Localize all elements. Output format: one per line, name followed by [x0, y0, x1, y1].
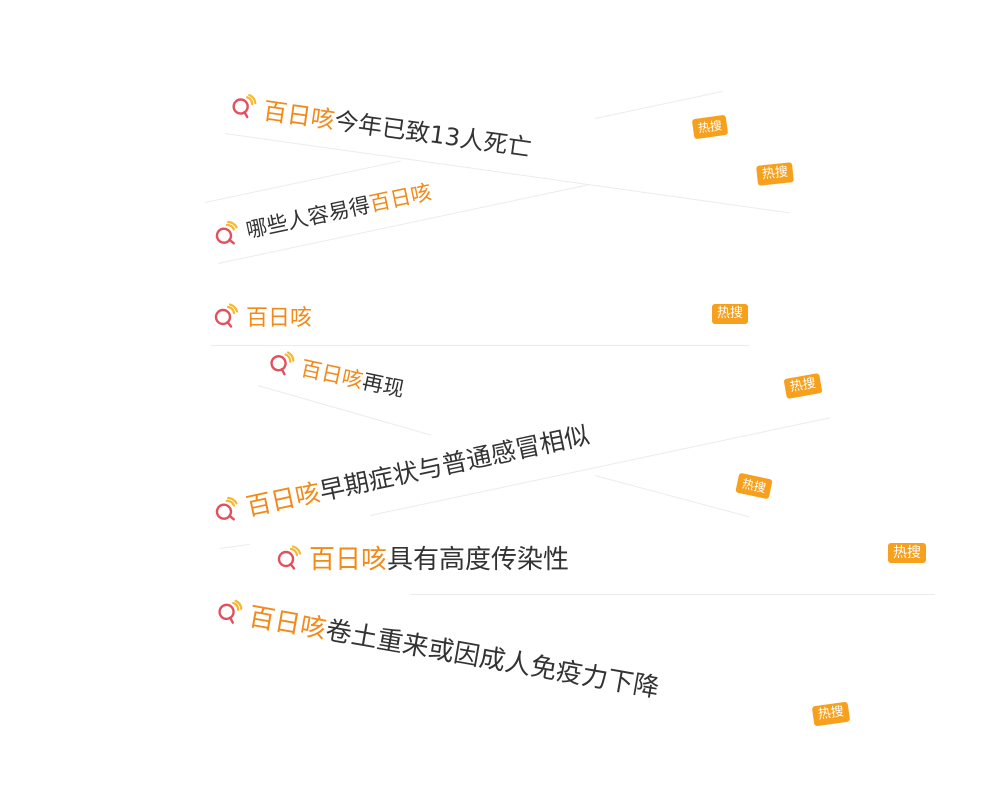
- headline-text: 哪些人容易得: [243, 192, 373, 243]
- divider: [210, 345, 750, 346]
- divider: [595, 90, 723, 119]
- hot-search-icon: [275, 545, 301, 571]
- hot-search-icon: [214, 596, 244, 626]
- keyword: 百日咳: [309, 545, 388, 575]
- hot-search-item[interactable]: 百日咳今年已致13人死亡: [228, 86, 534, 163]
- hot-search-icon: [228, 91, 257, 120]
- hot-badge: 热搜: [811, 701, 851, 727]
- hot-badge: 热搜: [735, 472, 773, 500]
- headline-text: 具有高度传染性: [387, 545, 570, 575]
- headline-text: 早期症状与普通感冒相似: [316, 420, 592, 506]
- hot-badge: 热搜: [712, 304, 749, 324]
- divider: [257, 385, 432, 436]
- hot-search-item[interactable]: 百日咳: [212, 300, 312, 332]
- headline-text: 今年已致13人死亡: [332, 106, 534, 163]
- hot-search-item[interactable]: 百日咳卷土重来或因成人免疫力下降: [213, 590, 663, 705]
- keyword: 百日咳: [367, 179, 434, 217]
- keyword: 百日咳: [243, 477, 323, 522]
- headline-text: 再现: [360, 369, 407, 402]
- hot-badge: 热搜: [691, 114, 729, 140]
- hot-search-icon: [212, 303, 238, 329]
- keyword: 百日咳: [246, 306, 313, 331]
- divider: [410, 594, 935, 595]
- hot-badge: 热搜: [783, 373, 823, 399]
- hot-search-icon: [210, 219, 241, 250]
- hot-search-item[interactable]: 百日咳早期症状与普通感冒相似: [209, 416, 592, 531]
- hot-badge: 热搜: [756, 162, 794, 186]
- keyword: 百日咳: [298, 356, 366, 393]
- hot-search-icon: [265, 347, 296, 378]
- divider: [594, 475, 750, 518]
- hot-badge: 热搜: [888, 543, 926, 563]
- hot-search-icon: [210, 495, 241, 526]
- headline-text: 卷土重来或因成人免疫力下降: [323, 615, 662, 704]
- hot-search-item[interactable]: 百日咳再现: [265, 345, 407, 403]
- keyword: 百日咳: [246, 602, 329, 646]
- divider: [220, 543, 250, 549]
- hot-search-item[interactable]: 百日咳具有高度传染性: [275, 539, 569, 576]
- keyword: 百日咳: [261, 96, 337, 135]
